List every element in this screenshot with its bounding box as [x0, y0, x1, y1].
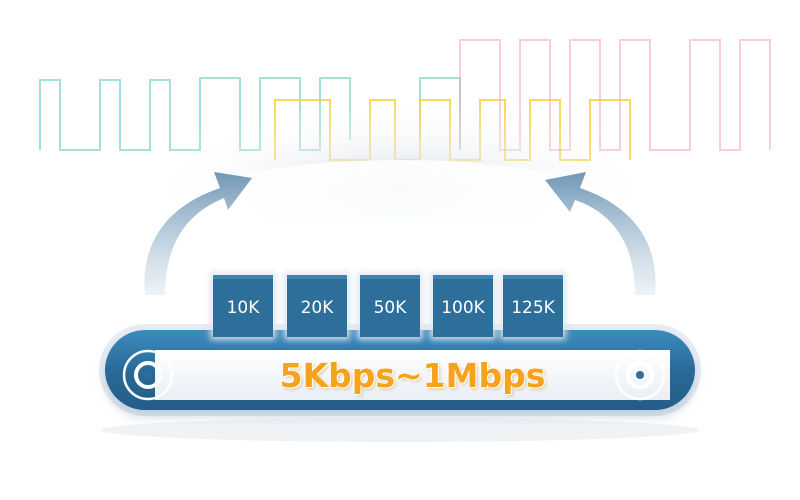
left-arrow-icon	[144, 172, 252, 295]
speed-box-20k: 20K	[287, 275, 347, 337]
rate-range-label: 5Kbps~1Mbps	[279, 355, 546, 395]
speed-box-125k: 125K	[503, 275, 563, 337]
belt-strip	[155, 350, 670, 400]
speed-box-100k: 100K	[433, 275, 493, 337]
speed-box-10k: 10K	[213, 275, 273, 337]
speed-box-50k: 50K	[360, 275, 420, 337]
right-arrow-icon	[545, 172, 656, 295]
left-gear-icon	[122, 349, 174, 401]
right-gear-icon	[614, 349, 666, 401]
